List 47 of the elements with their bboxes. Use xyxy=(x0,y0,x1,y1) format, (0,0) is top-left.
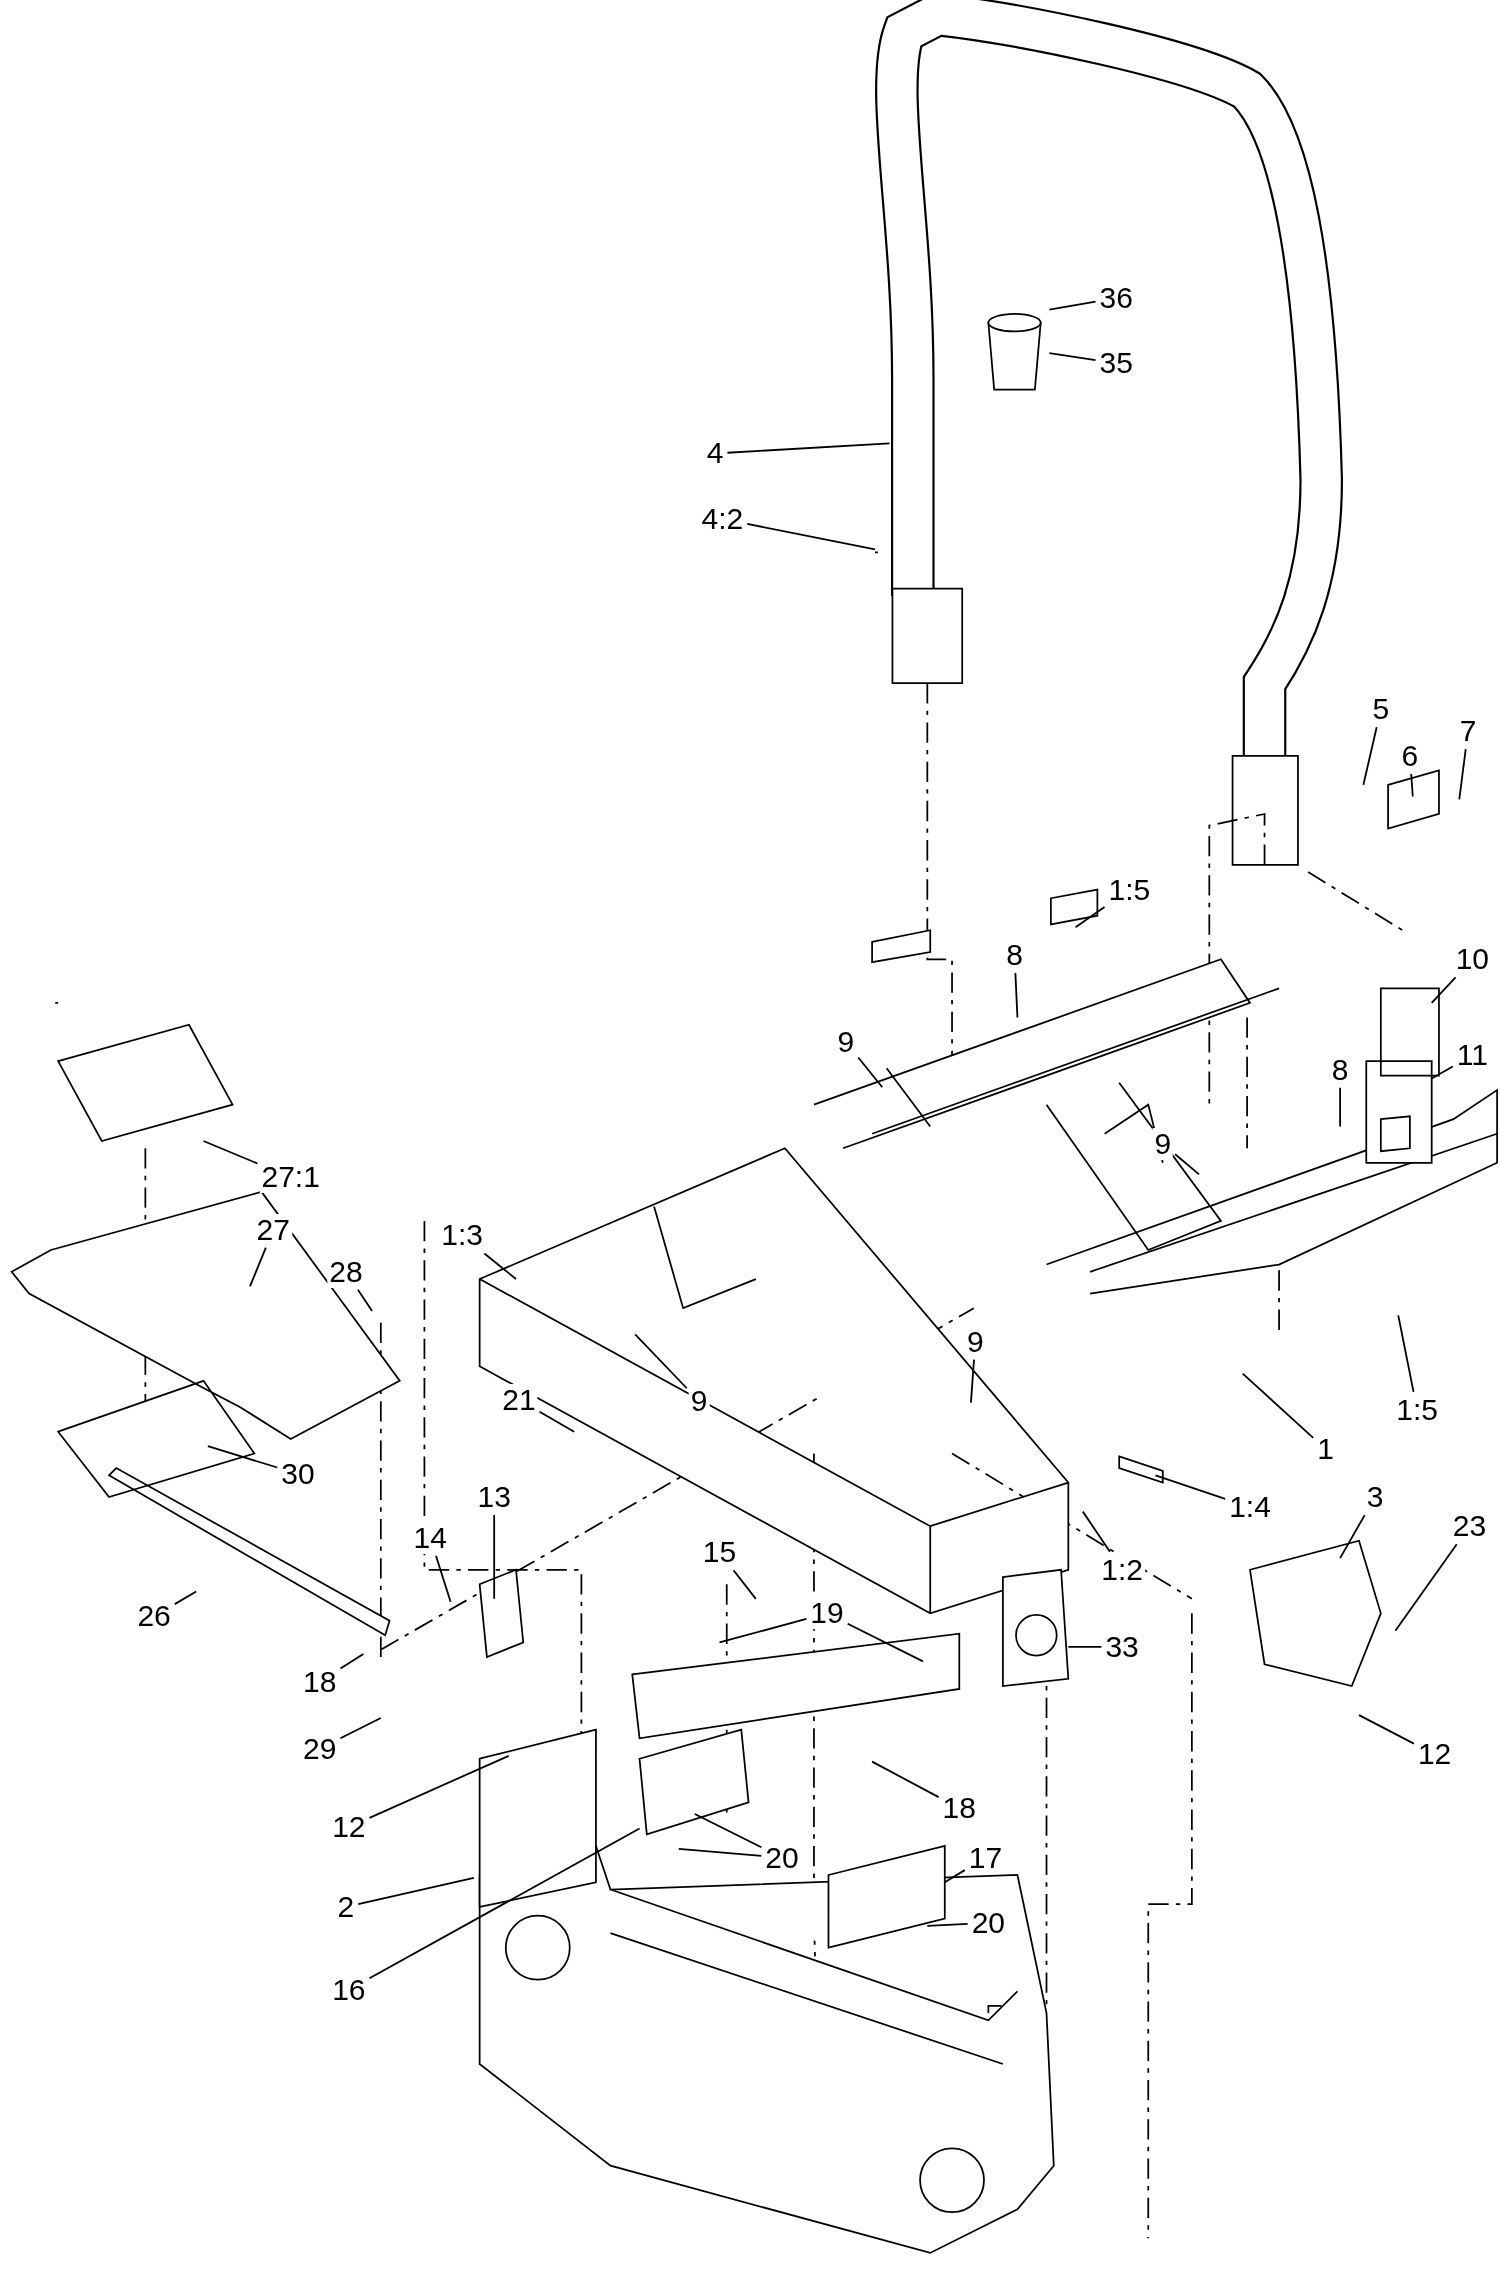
leader-line xyxy=(1397,1314,1415,1393)
leader-line xyxy=(718,1618,808,1644)
leader-line xyxy=(1358,1714,1415,1745)
leader-line xyxy=(357,1877,475,1906)
leader-line xyxy=(173,1590,198,1606)
leader-line xyxy=(970,1358,975,1404)
leader-line xyxy=(726,442,891,454)
leader-line xyxy=(357,1288,373,1312)
leader-line xyxy=(857,1056,884,1089)
leader-line xyxy=(538,1410,576,1433)
leader-line xyxy=(926,1923,969,1927)
leader-line xyxy=(1074,906,1106,929)
leader-line xyxy=(483,1252,517,1280)
leader-line xyxy=(1048,352,1097,362)
leader-line xyxy=(1458,748,1467,801)
leader-line xyxy=(1339,1086,1341,1128)
leader-line xyxy=(249,1246,267,1288)
leader-line xyxy=(1174,1153,1201,1176)
leader-line xyxy=(943,1869,966,1884)
callout-number: 9 xyxy=(1152,1127,1174,1160)
leader-line xyxy=(871,1760,940,1798)
leader-line xyxy=(746,522,876,551)
leader-line xyxy=(339,1717,382,1740)
leader-line xyxy=(1394,1543,1458,1632)
leader-line xyxy=(435,1554,452,1603)
leader-line xyxy=(493,1514,496,1600)
leader-line xyxy=(206,1445,279,1469)
leader-line xyxy=(677,1847,763,1857)
leader-line xyxy=(1048,300,1097,311)
leader-line xyxy=(339,1653,365,1670)
leader-line xyxy=(202,1140,259,1165)
leader-line xyxy=(1014,972,1019,1019)
leader-line xyxy=(1067,1645,1103,1648)
leader-line xyxy=(1410,772,1414,798)
leader-line xyxy=(732,1569,757,1600)
leader-line xyxy=(693,1813,763,1849)
leader-line xyxy=(368,1827,641,1980)
leader-line xyxy=(846,1622,924,1663)
leader-line xyxy=(1339,1514,1366,1560)
leader-line xyxy=(1081,1510,1111,1553)
leader-line xyxy=(634,1333,688,1390)
leader-line xyxy=(368,1754,510,1819)
leader-line xyxy=(1154,1474,1227,1500)
leader-line xyxy=(1430,1065,1454,1080)
leader-line xyxy=(1430,976,1457,1004)
leader-line xyxy=(1241,1372,1315,1439)
leader-line xyxy=(1362,726,1378,786)
